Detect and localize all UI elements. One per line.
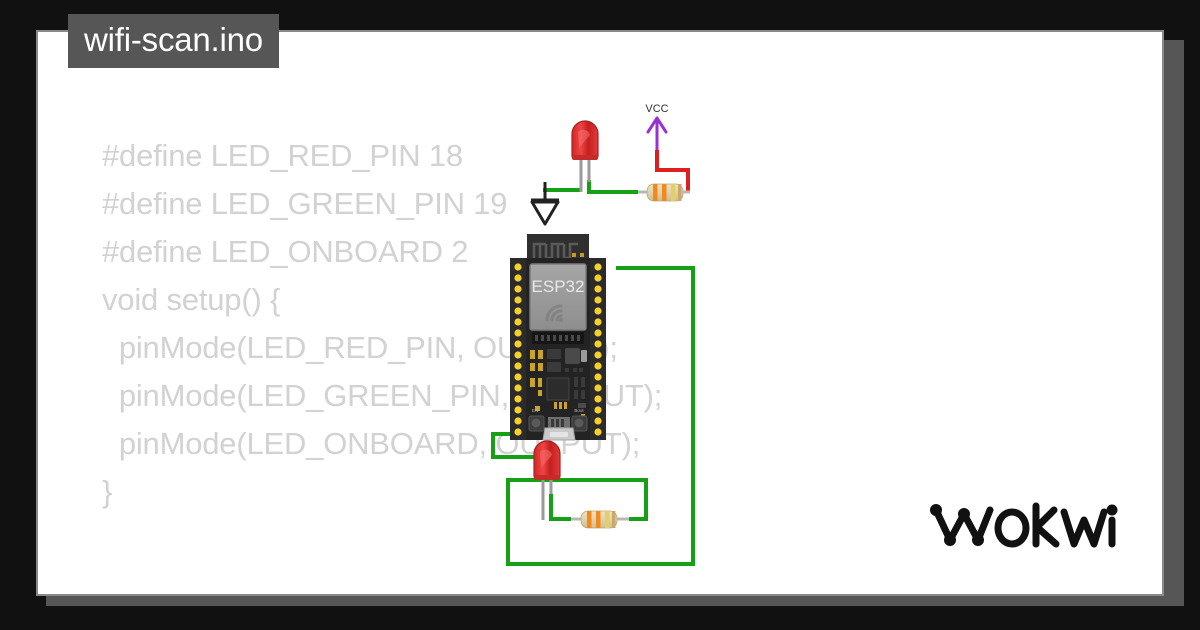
code-line: #define LED_RED_PIN 18 [102, 138, 463, 173]
code-line: void setup() { [102, 282, 281, 317]
code-line: #define LED_ONBOARD 2 [102, 234, 469, 269]
code-line: pinMode(LED_GREEN_PIN, OUTPUT); [102, 378, 663, 413]
code-block: #define LED_RED_PIN 18 #define LED_GREEN… [102, 132, 802, 516]
wokwi-logo [928, 496, 1118, 552]
code-line: pinMode(LED_ONBOARD, OUTPUT); [102, 426, 641, 461]
code-line: #define LED_GREEN_PIN 19 [102, 186, 508, 221]
file-name-label: wifi-scan.ino [84, 21, 263, 58]
file-name-tab[interactable]: wifi-scan.ino [68, 14, 279, 68]
project-card: #define LED_RED_PIN 18 #define LED_GREEN… [36, 30, 1164, 596]
vcc-label: VCC [645, 103, 668, 115]
code-line: pinMode(LED_RED_PIN, OUTPUT); [102, 330, 618, 365]
code-line: } [102, 474, 113, 509]
